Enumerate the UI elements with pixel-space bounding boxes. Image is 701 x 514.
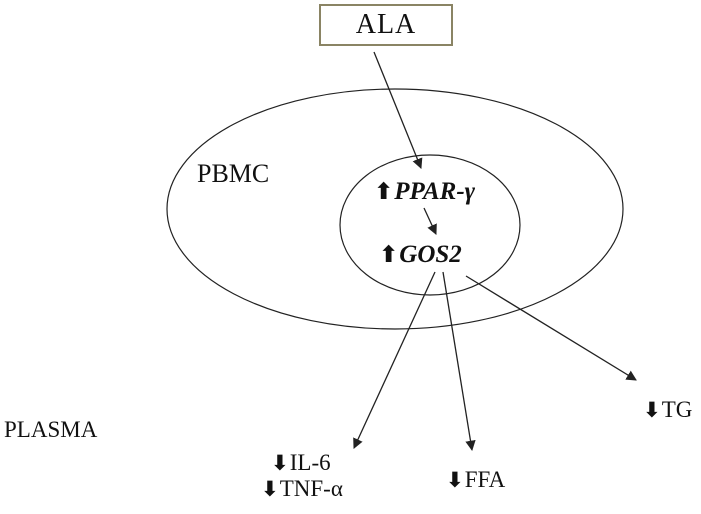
ppar-gamma-label: PPAR-γ	[394, 178, 476, 205]
pbmc-cell-ellipse	[166, 88, 624, 330]
il6-item: ⬇IL-6	[271, 450, 331, 475]
arrow-gos2-to-ffa	[442, 271, 476, 452]
down-arrow-icon: ⬇	[446, 467, 464, 492]
nucleus-ellipse	[339, 154, 521, 296]
down-arrow-icon: ⬇	[643, 397, 661, 422]
arrow-gos2-to-tg	[465, 275, 637, 381]
tg-item: ⬇TG	[643, 397, 693, 422]
up-arrow-icon: ⬆	[379, 242, 399, 268]
ffa-label: FFA	[464, 467, 506, 492]
gos2-item: ⬆GOS2	[379, 241, 462, 268]
arrow-ala-to-nucleus	[373, 51, 423, 169]
il6-label: IL-6	[289, 450, 331, 475]
pbmc-label: PBMC	[197, 159, 270, 188]
ppar-gamma-item: ⬆PPAR-γ	[374, 178, 476, 205]
ala-node-box: ALA	[319, 4, 453, 46]
arrow-ppar-to-gos2	[423, 207, 437, 235]
plasma-label: PLASMA	[4, 417, 98, 442]
arrow-gos2-to-il6	[353, 271, 436, 449]
tnf-alpha-label: TNF-α	[279, 476, 343, 501]
up-arrow-icon: ⬆	[374, 179, 394, 205]
gos2-label: GOS2	[399, 241, 462, 268]
tg-label: TG	[661, 397, 693, 422]
tnf-alpha-item: ⬇TNF-α	[261, 476, 343, 501]
down-arrow-icon: ⬇	[271, 450, 289, 475]
ala-label: ALA	[355, 9, 417, 40]
ffa-item: ⬇FFA	[446, 467, 506, 492]
down-arrow-icon: ⬇	[261, 476, 279, 501]
